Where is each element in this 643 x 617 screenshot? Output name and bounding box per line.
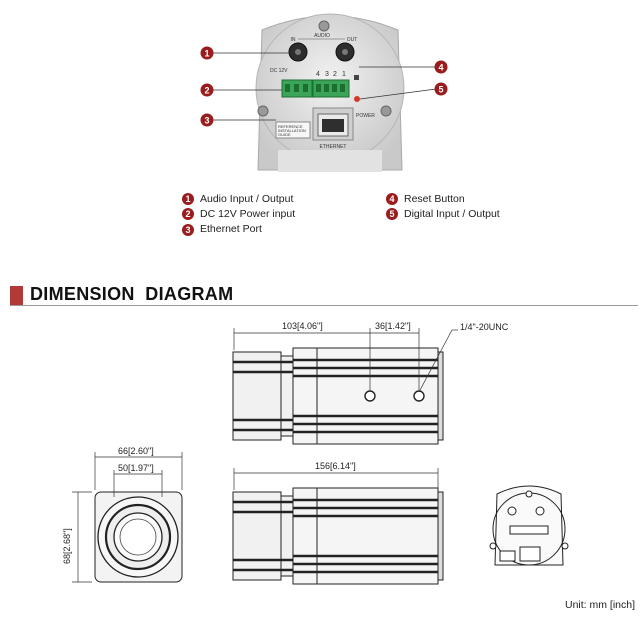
camera-top-view: [232, 347, 444, 445]
dimension-label: 50[1.97"]: [118, 463, 154, 473]
front-dimension-lines: [72, 452, 183, 583]
legend-number: 4: [386, 193, 398, 206]
legend-item: 2 DC 12V Power input: [182, 208, 296, 221]
legend-number: 5: [386, 208, 398, 221]
legend-label: DC 12V Power input: [200, 208, 296, 221]
legend-number: 3: [182, 223, 194, 236]
unit-note: Unit: mm [inch]: [564, 599, 635, 611]
guide-label: INSTALLATION: [278, 128, 306, 133]
pin-label: 3: [325, 71, 329, 78]
legend-item: 1 Audio Input / Output: [182, 193, 295, 206]
legend-label: Ethernet Port: [200, 223, 262, 236]
legend-item: 3 Ethernet Port: [182, 223, 295, 236]
pin-label: 1: [342, 71, 346, 78]
callout-number: 1: [204, 49, 209, 59]
legend-label: Audio Input / Output: [200, 193, 294, 206]
screw-icon: [257, 105, 269, 117]
audio-in-label: IN: [291, 37, 296, 43]
callout-markers: 1 2 3 4 5: [200, 46, 448, 127]
legend-item: 4 Reset Button: [386, 193, 500, 206]
callout-number: 2: [204, 86, 209, 96]
dc-label: DC 12V: [270, 68, 288, 74]
legend-item: 5 Digital Input / Output: [386, 208, 500, 221]
top-dimension-lines: [233, 328, 458, 393]
pin-label: 4: [316, 71, 320, 78]
power-led: [354, 96, 360, 102]
dimension-label: 66[2.60"]: [118, 446, 154, 456]
section-accent-bar: [10, 286, 23, 305]
legend-label: Reset Button: [404, 193, 465, 206]
length-dimension-lines: [233, 468, 439, 490]
section-divider: [10, 305, 638, 306]
callout-number: 4: [438, 63, 443, 73]
ethernet-label: ETHERNET: [320, 144, 347, 150]
audio-label: AUDIO: [314, 33, 330, 39]
screw-icon: [380, 105, 392, 117]
callout-number: 3: [204, 116, 209, 126]
camera-front-view: [94, 491, 183, 583]
dimension-label: 36[1.42"]: [375, 321, 411, 331]
power-label: POWER: [356, 113, 375, 119]
legend-number: 1: [182, 193, 194, 206]
pin-label: 2: [333, 71, 337, 78]
legend-label: Digital Input / Output: [404, 208, 500, 221]
legend-left: 1 Audio Input / Output 2 DC 12V Power inpu…: [182, 193, 295, 236]
rear-panel: AUDIO IN OUT DC 12V 4 3 2 1 POWER ETHERN…: [255, 13, 405, 172]
reset-button: [354, 75, 359, 80]
dimension-label: 103[4.06"]: [282, 321, 323, 331]
dimension-label: 156[6.14"]: [315, 461, 356, 471]
legend-number: 2: [182, 208, 194, 221]
guide-sticker: [275, 121, 311, 139]
legend-right: 4 Reset Button 5 Digital Input / Output: [386, 193, 500, 221]
guide-label: GUIDE: [278, 132, 291, 137]
callout-lines: [213, 52, 437, 121]
dimension-label: 68[2.68"]: [62, 528, 72, 564]
audio-out-label: OUT: [347, 37, 358, 43]
section-title: DIMENSION DIAGRAM: [30, 284, 234, 304]
thread-label: 1/4"-20UNC: [460, 322, 509, 332]
guide-label: REFERENCE: [278, 124, 303, 129]
callout-number: 5: [438, 85, 443, 95]
camera-side-view: [232, 487, 444, 585]
screw-icon: [318, 20, 330, 32]
camera-rear-view-small: [489, 485, 569, 566]
